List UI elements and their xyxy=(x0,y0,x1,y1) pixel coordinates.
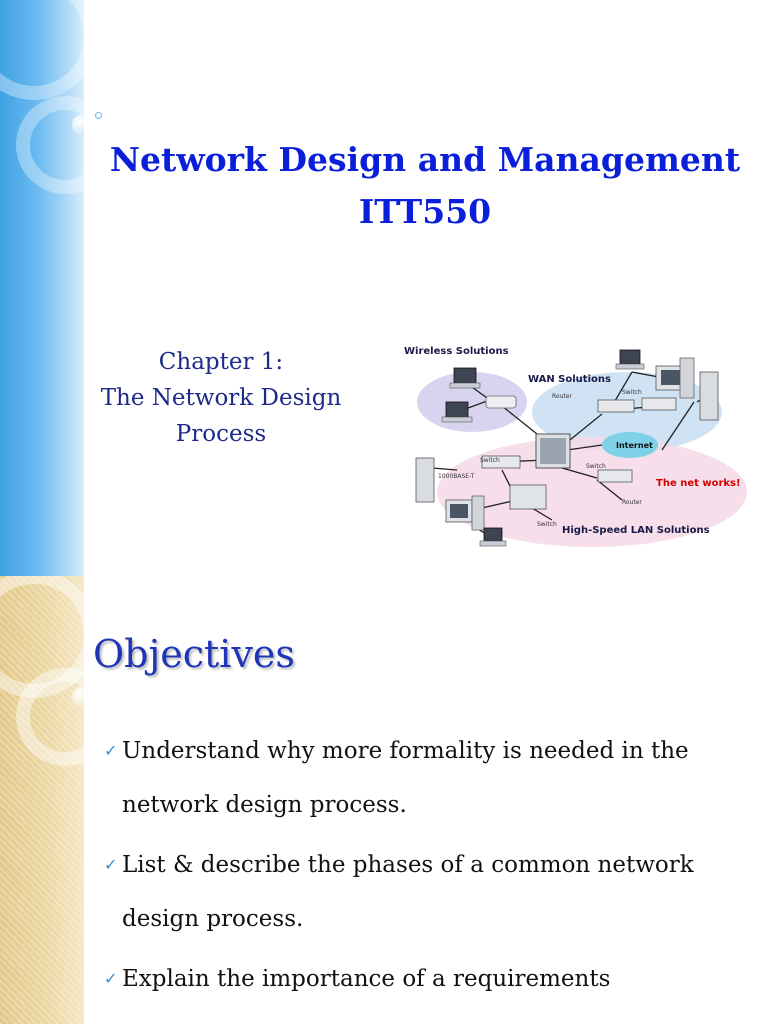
objectives-list: ✓Understand why more formality is needed… xyxy=(104,724,744,1012)
wan-router-1 xyxy=(597,399,635,413)
check-icon: ✓ xyxy=(104,969,118,988)
router-label: Router xyxy=(622,499,642,506)
wan-router-2 xyxy=(641,397,677,411)
lan-router xyxy=(597,469,633,483)
decorative-side-strip xyxy=(0,0,84,576)
lan-solutions-label: High-Speed LAN Solutions xyxy=(562,525,710,536)
chapter-title-line2: Process xyxy=(175,421,267,447)
course-code: ITT550 xyxy=(358,192,492,231)
switch-label: Switch xyxy=(622,389,642,396)
base-t-label: 1000BASE-T xyxy=(438,473,475,480)
check-icon: ✓ xyxy=(104,741,118,760)
title-slide: Network Design and Management ITT550 Cha… xyxy=(0,0,747,576)
objectives-heading: Objectives xyxy=(93,632,295,676)
server-tower-left xyxy=(415,457,435,503)
wan-workstation xyxy=(655,357,695,399)
list-item: ✓Explain the importance of a requirement… xyxy=(104,952,744,1006)
switch-label: Switch xyxy=(537,521,557,528)
wireless-access-point xyxy=(485,395,517,409)
objective-text: Explain the importance of a requirements xyxy=(122,966,611,992)
decorative-ring xyxy=(0,0,84,100)
network-diagram: Wireless Solutions WAN Solutions Interne… xyxy=(404,346,747,547)
internet-label: Internet xyxy=(616,441,653,450)
wan-solutions-label: WAN Solutions xyxy=(528,374,611,385)
lan-stack-switch xyxy=(509,484,547,510)
core-switch xyxy=(535,433,571,469)
server-tower-right xyxy=(699,371,719,421)
list-item: ✓Understand why more formality is needed… xyxy=(104,724,744,832)
objective-text: List & describe the phases of a common n… xyxy=(122,852,694,932)
net-works-label: The net works! xyxy=(656,478,741,489)
objectives-slide xyxy=(0,576,768,1024)
lan-switch-1 xyxy=(481,455,521,469)
slide-title: Network Design and Management xyxy=(109,140,741,179)
router-label: Router xyxy=(552,393,572,400)
decorative-side-strip xyxy=(0,576,84,1024)
internet-cloud xyxy=(602,432,658,458)
lan-workstation xyxy=(445,495,485,531)
wireless-solutions-label: Wireless Solutions xyxy=(404,346,509,357)
lan-laptop xyxy=(479,527,507,547)
decorative-dot xyxy=(95,112,102,119)
list-item: ✓List & describe the phases of a common … xyxy=(104,838,744,946)
wireless-laptop-1 xyxy=(449,367,481,389)
chapter-title-line1: The Network Design xyxy=(100,385,342,411)
check-icon: ✓ xyxy=(104,855,118,874)
switch-label: Switch xyxy=(480,457,500,464)
decorative-bubble xyxy=(72,114,84,136)
switch-label: Switch xyxy=(586,463,606,470)
wan-laptop xyxy=(615,349,645,370)
objective-text: Understand why more formality is needed … xyxy=(122,738,689,818)
chapter-label: Chapter 1: xyxy=(158,349,284,375)
wireless-laptop-2 xyxy=(441,401,473,423)
decorative-ring xyxy=(16,96,84,194)
decorative-bubble xyxy=(72,686,84,708)
